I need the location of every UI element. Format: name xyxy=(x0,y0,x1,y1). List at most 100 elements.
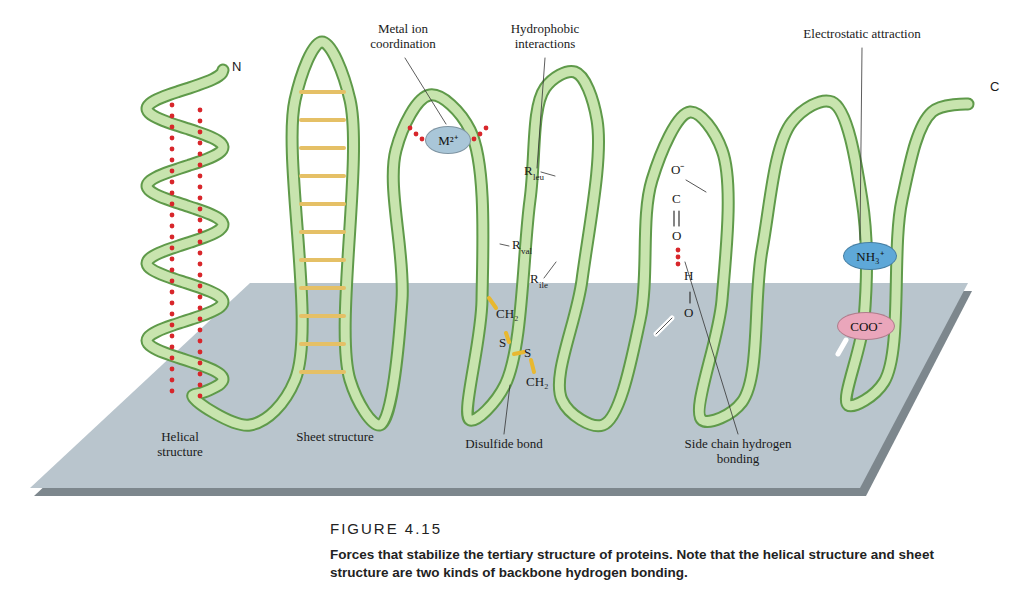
bond-marks xyxy=(170,48,862,434)
figure-label: O⁻ xyxy=(671,163,684,178)
hbond-dot xyxy=(420,137,425,142)
hbond-dot xyxy=(198,174,203,179)
sheet-rung xyxy=(301,118,344,122)
hbond-dot xyxy=(170,268,175,273)
disulfide-bond xyxy=(489,298,496,308)
figure-label: C xyxy=(672,192,681,207)
hbond-dot xyxy=(198,361,203,366)
hbond-dot xyxy=(170,367,175,372)
hbond-dot xyxy=(676,262,681,267)
figure-label: CH₂ xyxy=(496,307,519,322)
hbond-dot xyxy=(198,284,203,289)
figure-caption: Forces that stabilize the tertiary struc… xyxy=(330,546,970,581)
figure-label: Sheet structure xyxy=(295,430,375,445)
hbond-dot xyxy=(198,108,203,113)
hbond-dot xyxy=(198,295,203,300)
leader-line xyxy=(504,385,510,434)
sheet-rung xyxy=(301,370,344,374)
disulfide-bond xyxy=(531,360,534,372)
sheet-rung xyxy=(301,258,344,262)
sheet-rung xyxy=(301,90,344,94)
double-bond xyxy=(678,211,679,226)
hbond-dot xyxy=(676,248,681,253)
ribbon-face xyxy=(147,42,968,426)
figure-number: FIGURE 4.15 xyxy=(330,520,442,537)
side-chain-stick xyxy=(686,180,706,192)
hbond-dot xyxy=(170,169,175,174)
hbond-dot xyxy=(198,207,203,212)
figure-label: ile xyxy=(539,280,548,290)
figure-label: Metal ion coordination xyxy=(358,22,448,52)
figure-label: Hydrophobic interactions xyxy=(500,22,590,52)
protein-ribbon xyxy=(147,42,968,426)
ion-ellipse: M²⁺ xyxy=(425,126,470,154)
hbond-dot xyxy=(198,141,203,146)
hbond-dot xyxy=(170,301,175,306)
hbond-dot xyxy=(198,130,203,135)
hbond-dot xyxy=(170,290,175,295)
hbond-dot xyxy=(170,312,175,317)
hbond-dot xyxy=(198,229,203,234)
hbond-dot xyxy=(676,255,681,260)
sheet-rung xyxy=(301,202,344,206)
sheet-rung xyxy=(301,174,344,178)
figure-label: S xyxy=(524,346,531,361)
figure-label: R xyxy=(512,238,521,253)
hbond-dot xyxy=(198,306,203,311)
hbond-dot xyxy=(170,147,175,152)
hbond-dot xyxy=(198,196,203,201)
hbond-dot xyxy=(198,383,203,388)
side-chain-stick xyxy=(686,180,706,192)
hbond-dot xyxy=(198,372,203,377)
leader-line xyxy=(860,48,862,240)
hbond-dot xyxy=(170,114,175,119)
hbond-dot xyxy=(170,246,175,251)
figure-label: N xyxy=(232,60,241,75)
sheet-rung xyxy=(301,230,344,234)
hbond-dot xyxy=(170,279,175,284)
hbond-dot xyxy=(198,163,203,168)
hbond-dot xyxy=(170,235,175,240)
figure-label: O xyxy=(684,306,693,321)
side-chain-stick xyxy=(656,318,672,334)
figure-label: R xyxy=(530,272,539,287)
hbond-dot xyxy=(198,339,203,344)
hbond-dot xyxy=(198,273,203,278)
hbond-dot xyxy=(170,323,175,328)
figure-label: O xyxy=(672,229,681,244)
ion-ellipse: NH₃⁺ xyxy=(843,242,896,270)
figure-label: leu xyxy=(533,172,544,182)
ion-text: M²⁺ xyxy=(438,131,457,149)
figure-label: C xyxy=(990,80,999,95)
hbond-dot xyxy=(170,158,175,163)
hbond-dot xyxy=(170,202,175,207)
hbond-dot xyxy=(170,389,175,394)
hbond-dot xyxy=(170,224,175,229)
hbond-dot xyxy=(198,185,203,190)
figure-label: H xyxy=(684,269,693,284)
figure-label: val xyxy=(521,246,532,256)
hbond-dot xyxy=(170,136,175,141)
hbond-dot xyxy=(170,345,175,350)
hbond-dot xyxy=(170,334,175,339)
hbond-dot xyxy=(170,213,175,218)
leader-line xyxy=(544,262,556,278)
hbond-dot xyxy=(198,317,203,322)
hbond-dot xyxy=(198,119,203,124)
hbond-dot xyxy=(198,251,203,256)
figure-label: CH₂ xyxy=(526,375,549,390)
sheet-rung xyxy=(301,146,344,150)
figure-label: S xyxy=(499,336,506,351)
single-bond xyxy=(689,292,690,303)
figure-label: Electrostatic attraction xyxy=(803,27,920,42)
hbond-dot xyxy=(170,356,175,361)
hbond-dot xyxy=(170,103,175,108)
leader-line xyxy=(685,262,738,434)
leader-line xyxy=(500,244,509,246)
hbond-dot xyxy=(170,180,175,185)
figure-label: Side chain hydrogen bonding xyxy=(668,437,808,467)
figure-label: Helical structure xyxy=(140,430,220,460)
hbond-dot xyxy=(170,378,175,383)
